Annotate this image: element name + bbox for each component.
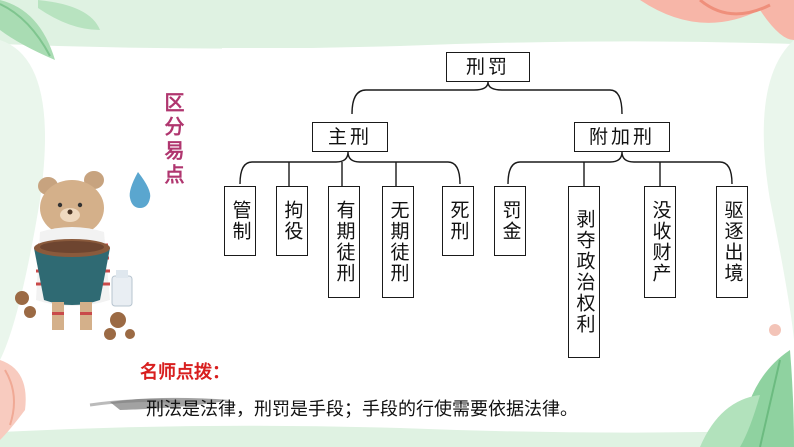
leaf-icon-bottom-right — [700, 324, 794, 447]
diagram-node-leaf: 有期徒刑 — [328, 186, 360, 298]
water-drop-icon — [129, 172, 151, 208]
diagram-node-root: 刑罚 — [446, 52, 530, 82]
diagram-node-leaf: 驱逐出境 — [716, 186, 748, 298]
side-title: 区分易点 — [161, 92, 185, 188]
leaf-icon-top-left — [0, 0, 100, 60]
flower-icon-top-right — [640, 0, 794, 40]
diagram-node-leaf: 剥夺政治权利 — [568, 186, 600, 358]
diagram-node-principal-punishment: 主刑 — [312, 122, 388, 152]
tip-title: 名师点拨： — [140, 362, 230, 383]
diagram-node-leaf: 无期徒刑 — [382, 186, 414, 298]
diagram-node-supplementary-punishment: 附加刑 — [574, 122, 670, 152]
diagram-node-leaf: 死刑 — [442, 186, 474, 256]
tip-body: 刑法是法律，刑罚是手段；手段的行使需要依据法律。 — [146, 399, 578, 420]
diagram-node-leaf: 管制 — [224, 186, 256, 256]
flower-icon-bottom-left — [0, 360, 26, 440]
diagram-node-leaf: 拘役 — [276, 186, 308, 256]
diagram-node-leaf: 罚金 — [494, 186, 526, 256]
diagram-node-leaf: 没收财产 — [644, 186, 676, 298]
